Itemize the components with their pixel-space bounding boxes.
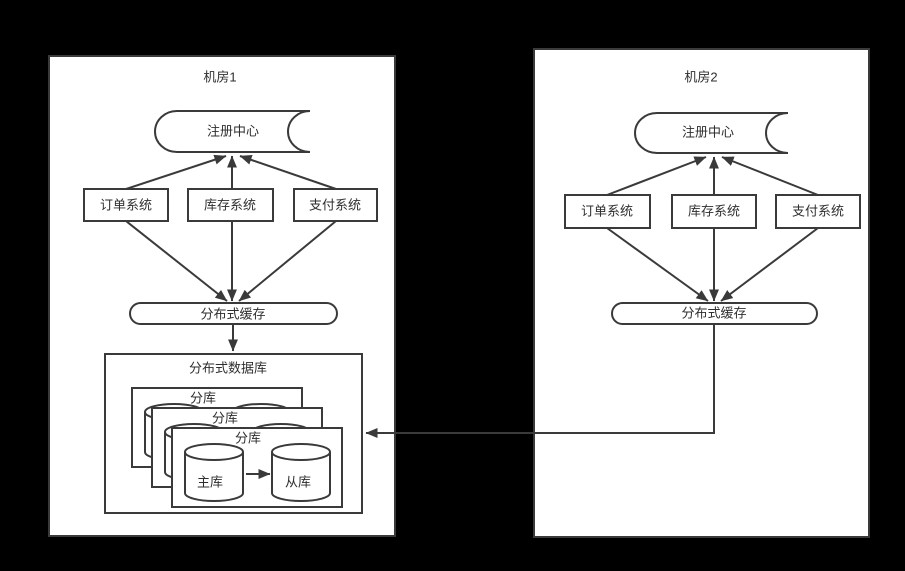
dc1-system-label-payment: 支付系统 (308, 197, 362, 213)
dc1-system-label-order: 订单系统 (99, 197, 153, 213)
dc2-system-box-payment (775, 194, 861, 229)
dc1-cache-label: 分布式缓存 (200, 306, 266, 322)
dc1-shard-label-3: 分库 (234, 430, 262, 446)
dc1-system-label-inventory: 库存系统 (203, 197, 257, 213)
dc1-master-label: 主库 (196, 474, 224, 490)
dc2-arrow-payment-to-cache (720, 227, 819, 302)
dc1-system-box-inventory (187, 188, 274, 222)
dc1-slave-cylinder-rim (271, 451, 331, 461)
dc1-database-label: 分布式数据库 (188, 360, 268, 376)
dc1-arrow-payment-to-cache (238, 220, 337, 302)
dc1-slave-label: 从库 (284, 474, 312, 490)
dc1-arrow-payment-to-registry (239, 155, 337, 190)
dc1-arrow-order-to-cache (125, 220, 228, 302)
dc2-cache-label: 分布式缓存 (681, 305, 747, 321)
dc1-system-box-order (83, 188, 169, 222)
dc1-registry-shape (154, 110, 311, 153)
datacenter-2-title: 机房2 (684, 69, 718, 85)
dc1-registry-label: 注册中心 (206, 123, 260, 139)
dc2-arrow-order-to-registry (606, 156, 707, 196)
dc2-arrow-order-to-cache (606, 227, 709, 302)
dc1-master-cylinder-rim (184, 451, 244, 461)
dc2-system-label-payment: 支付系统 (791, 203, 845, 219)
datacenter-1-title: 机房1 (203, 69, 237, 85)
dc2-system-label-order: 订单系统 (580, 203, 634, 219)
dc2-registry-shape (634, 112, 789, 154)
dc1-shard-label-1: 分库 (189, 390, 217, 406)
dc1-shard-label-2: 分库 (211, 410, 239, 426)
dc2-system-box-order (564, 194, 651, 229)
dc2-registry-label: 注册中心 (681, 124, 735, 140)
dc1-master-cylinder (184, 443, 244, 502)
dc2-system-box-inventory (671, 194, 757, 229)
dc1-arrow-order-to-registry (125, 154, 227, 190)
dc1-slave-cylinder (271, 443, 331, 502)
cross-dc-replication-arrow (365, 324, 715, 438)
dc2-arrow-payment-to-registry (721, 156, 819, 196)
dc2-system-label-inventory: 库存系统 (687, 203, 741, 219)
